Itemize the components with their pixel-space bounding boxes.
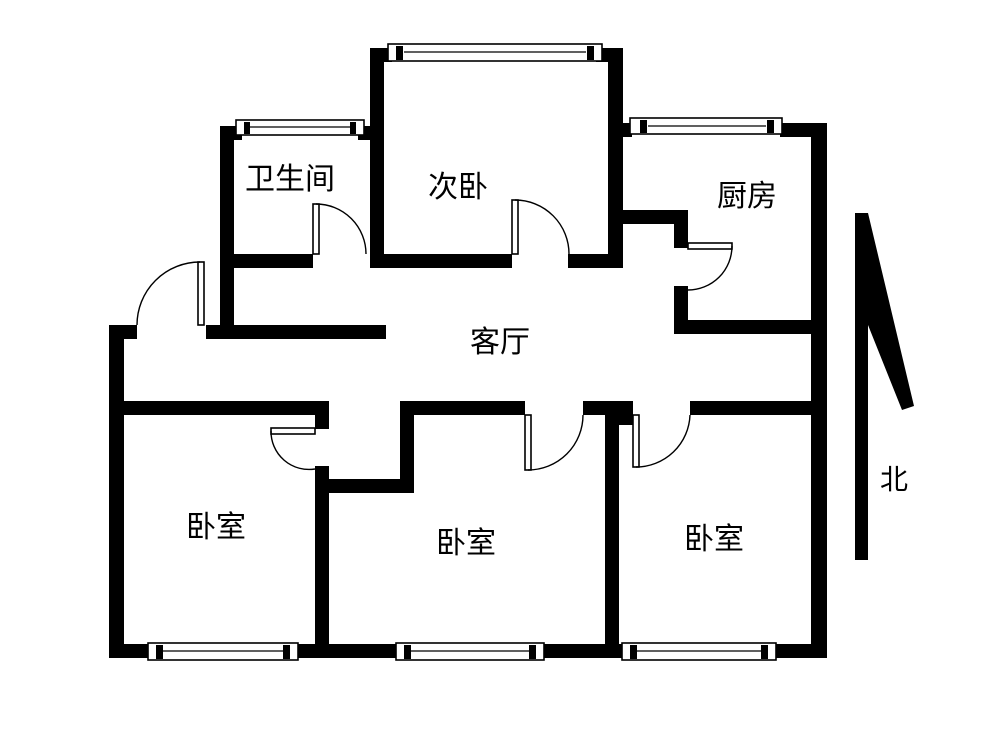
wall-bottom-c (542, 644, 624, 658)
wall-kitchen-top-left (608, 123, 632, 137)
label-bedroom-middle: 卧室 (436, 526, 496, 561)
wall-kitchen-ledge (608, 210, 688, 224)
door-left-bedroom (270, 427, 316, 471)
window-kitchen (629, 117, 783, 135)
label-kitchen: 厨房 (717, 179, 777, 214)
wall-living-top-left (206, 325, 386, 339)
window-bathroom (235, 119, 365, 136)
label-bathroom: 卫生间 (245, 162, 335, 197)
door-right-bedroom (632, 414, 691, 468)
wall-second-bedroom-bottom-left (370, 254, 512, 268)
label-living-room: 客厅 (470, 325, 530, 360)
window-second-bedroom (387, 43, 603, 62)
wall-divider-right-b (690, 401, 827, 415)
wall-middle-bedroom-notch-horizontal (315, 479, 414, 493)
label-bedroom-right: 卧室 (684, 522, 744, 557)
door-kitchen (687, 242, 733, 291)
wall-bathroom-bottom (220, 254, 313, 268)
wall-west-exterior (109, 325, 124, 658)
wall-bottom-a (109, 644, 150, 658)
window-middle-bedroom (395, 642, 545, 661)
wall-second-bedroom-right (608, 48, 623, 268)
doors (136, 199, 733, 471)
wall-divider-left (109, 401, 329, 415)
wall-east-exterior (811, 123, 827, 658)
north-label: 北 (880, 463, 908, 496)
north-arrow: 北 (855, 213, 914, 560)
window-right-bedroom (621, 642, 777, 661)
windows (147, 43, 783, 661)
door-bathroom (312, 203, 367, 255)
door-entrance (136, 261, 205, 326)
wall-second-bedroom-left (370, 48, 384, 268)
wall-bottom-d (774, 644, 827, 658)
door-second-bedroom (511, 199, 570, 255)
wall-middle-bedroom-right (605, 401, 619, 658)
room-labels: 卫生间 次卧 厨房 客厅 卧室 卧室 卧室 (186, 162, 777, 561)
wall-kitchen-bottom (674, 320, 827, 334)
wall-left-bedroom-right-lower (315, 466, 329, 658)
wall-right-bedroom-left-jamb (619, 401, 633, 425)
wall-left-bedroom-right-upper (315, 401, 329, 429)
wall-kitchen-jamb-upper (674, 210, 688, 248)
north-arrow-head-icon (855, 213, 914, 410)
walls (109, 48, 827, 658)
label-bedroom-left: 卧室 (186, 510, 246, 545)
wall-divider-mid (400, 401, 525, 415)
wall-bathroom-left (220, 126, 234, 330)
label-second-bedroom: 次卧 (428, 170, 488, 205)
wall-bottom-b (296, 644, 398, 658)
wall-second-bedroom-bottom-right (568, 254, 623, 268)
wall-middle-bedroom-notch-vertical (400, 401, 414, 493)
door-middle-bedroom (524, 414, 584, 471)
wall-second-bedroom-top-left (370, 48, 392, 62)
window-left-bedroom (147, 642, 299, 661)
